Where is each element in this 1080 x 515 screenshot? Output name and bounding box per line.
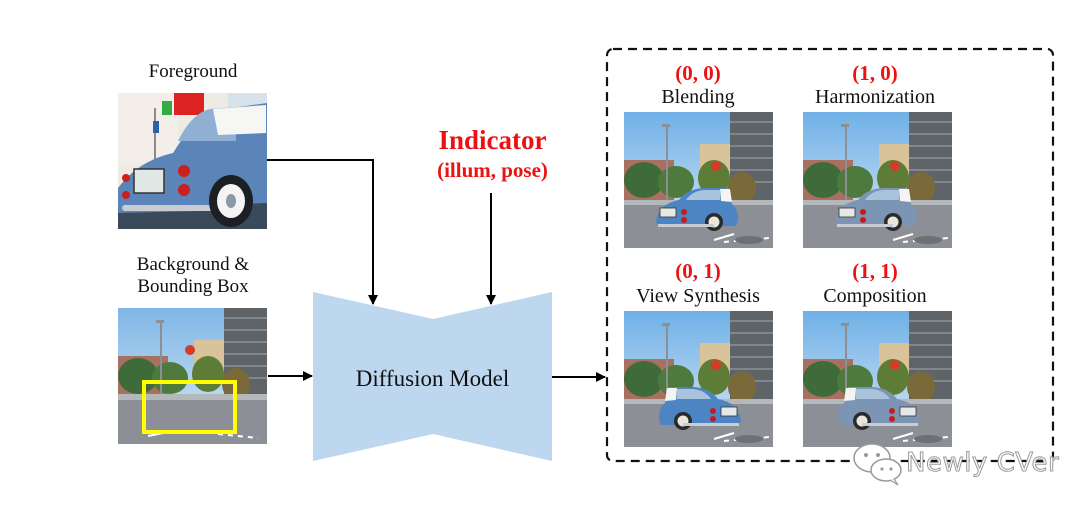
output-code: (0, 0) [675, 61, 721, 85]
output-image [624, 112, 773, 248]
diffusion-model-shape [313, 292, 552, 461]
foreground-label: Foreground [148, 61, 238, 82]
output-label: Composition [823, 285, 927, 307]
output-code: (1, 1) [852, 259, 898, 283]
outputs-dashed-box [605, 47, 1055, 463]
output-code: (0, 1) [675, 259, 721, 283]
background-image [118, 308, 267, 444]
output-image [803, 112, 952, 248]
output-image [803, 311, 952, 447]
indicator-title: Indicator [438, 125, 547, 155]
output-image [624, 311, 773, 447]
watermark: Newly CVer [850, 440, 1060, 490]
watermark-text: Newly CVer [905, 448, 1060, 479]
foreground-image [118, 93, 267, 229]
output-label: Harmonization [815, 86, 935, 108]
output-label: View Synthesis [636, 285, 760, 307]
background-label-line1: Background & [136, 254, 250, 275]
background-label: Background & Bounding Box [108, 254, 278, 298]
output-code: (1, 0) [852, 61, 898, 85]
wechat-icon [853, 443, 902, 486]
output-label: Blending [661, 86, 735, 108]
foreground-arrow [267, 159, 378, 305]
diffusion-model-label: Diffusion Model [355, 366, 510, 391]
indicator-subtitle: (illum, pose) [437, 158, 548, 182]
background-label-line2: Bounding Box [137, 276, 249, 297]
